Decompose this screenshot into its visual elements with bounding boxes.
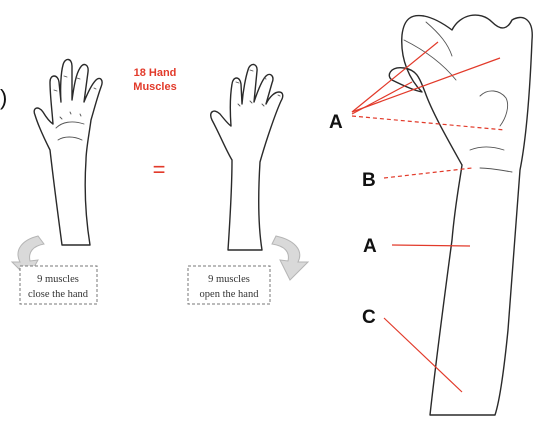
close-box-line2: close the hand [28,289,89,300]
right-curved-arrow [272,236,308,280]
open-hand-box: 9 muscles open the hand [188,266,270,304]
equals-sign: = [153,157,166,182]
close-hand-box: 9 muscles close the hand [20,266,97,304]
close-box-line1: 9 muscles [37,274,79,285]
title-line1: 18 Hand [134,67,177,79]
open-box-line1: 9 muscles [208,274,250,285]
open-box-line2: open the hand [200,289,260,300]
label-a-top: A [329,112,343,133]
leader-a-top-3 [352,82,412,114]
title-line2: Muscles [133,81,176,93]
label-b: B [362,170,376,191]
label-a-mid: A [363,236,377,257]
leader-b [384,168,472,178]
label-c: C [362,307,376,328]
right-hand-illustration [211,64,283,250]
large-forearm-illustration [389,15,532,415]
edge-paren-glyph: ) [0,85,7,110]
left-hand-illustration [34,59,102,245]
